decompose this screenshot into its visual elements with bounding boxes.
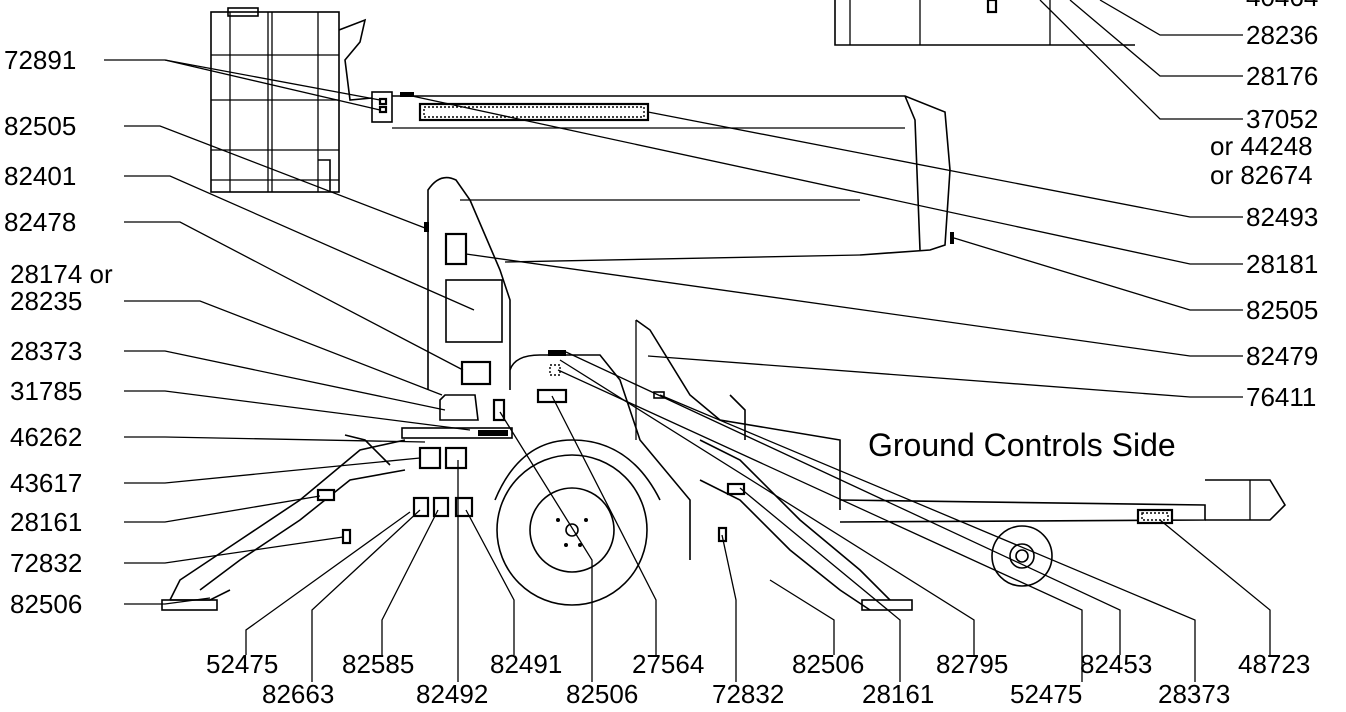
turntable [401,350,691,560]
callout-82492: 82492 [416,679,488,709]
callout-72832-left: 72832 [10,548,82,578]
chassis [839,479,1287,587]
callout-28236: 28236 [1246,20,1318,50]
tower-mast [424,176,511,390]
callout-28373-left: 28373 [10,336,82,366]
left-callouts: 72891 82505 82401 82478 28174 or 28235 2… [4,45,113,619]
bottom-callouts-row1: 52475 82585 82491 27564 82506 82795 8245… [206,649,1310,679]
callout-82491: 82491 [490,649,562,679]
callout-82506-c: 82506 [566,679,638,709]
callout-82663: 82663 [262,679,334,709]
callout-28161-left: 28161 [10,507,82,537]
callout-28174-or: 28174 or [10,259,113,289]
callout-or-44248: or 44248 [1210,131,1313,161]
rear-cab [635,319,841,510]
callout-48723: 48723 [1238,649,1310,679]
callout-82506-left: 82506 [10,589,82,619]
callout-28176: 28176 [1246,61,1318,91]
platform-basket [210,7,373,193]
right-callouts: 40464 28236 28176 37052 or 44248 or 8267… [1210,0,1318,412]
machine-outline [161,0,1287,611]
callout-82493: 82493 [1246,202,1318,232]
callout-82505-right: 82505 [1246,295,1318,325]
callout-82479: 82479 [1246,341,1318,371]
callout-27564: 27564 [632,649,704,679]
callout-82506-b: 82506 [792,649,864,679]
callout-82478: 82478 [4,207,76,237]
callout-46262: 46262 [10,422,82,452]
callout-82795: 82795 [936,649,1008,679]
callout-or-82674: or 82674 [1210,160,1313,190]
callout-72832-bottom: 72832 [712,679,784,709]
right-outrigger [699,439,913,611]
upper-platform-fragment [834,0,1135,46]
callout-28235: 28235 [10,286,82,316]
callout-37052: 37052 [1246,104,1318,134]
callout-72891-left: 72891 [4,45,76,75]
leader-lines [104,0,1271,682]
callout-43617: 43617 [10,468,82,498]
callout-28181: 28181 [1246,249,1318,279]
callout-28373-bottom: 28373 [1158,679,1230,709]
callout-82453: 82453 [1080,649,1152,679]
side-heading: Ground Controls Side [868,427,1176,463]
callout-82585: 82585 [342,649,414,679]
callout-82505-left: 82505 [4,111,76,141]
callout-52475-a: 52475 [206,649,278,679]
main-wheel [494,439,661,606]
callout-52475-b: 52475 [1010,679,1082,709]
callout-31785: 31785 [10,376,82,406]
callout-82401: 82401 [4,161,76,191]
callout-28161-bottom: 28161 [862,679,934,709]
left-outrigger [161,434,406,611]
bottom-callouts-row2: 82663 82492 82506 72832 28161 52475 2837… [262,679,1230,709]
callout-40464: 40464 [1246,0,1318,12]
callout-76411: 76411 [1246,382,1316,412]
